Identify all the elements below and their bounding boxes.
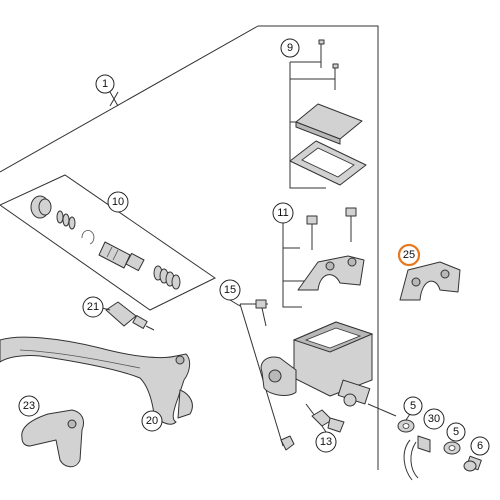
callout-9: 9: [280, 38, 300, 58]
brake-line: [367, 403, 482, 481]
callout-15: 15: [219, 279, 241, 307]
callout-6-label: 6: [477, 440, 483, 452]
callout-5a: 5: [403, 396, 423, 421]
callout-15-label: 15: [224, 284, 236, 296]
callout-20: 20: [141, 410, 163, 432]
callout-20-label: 20: [146, 415, 158, 427]
callout-5a-label: 5: [410, 400, 416, 412]
handlebar-clamp: [297, 207, 365, 291]
brake-switch-13: [305, 403, 345, 433]
callout-11: 11: [272, 202, 294, 224]
callout-30-label: 30: [428, 413, 440, 425]
callout-21-label: 21: [87, 301, 99, 313]
group-11-bracket: [282, 222, 312, 308]
brake-lever: [0, 336, 193, 425]
group-9-bracket: [289, 61, 335, 189]
callout-5b: 5: [446, 422, 466, 442]
circlip: [81, 230, 95, 245]
callout-5b-label: 5: [453, 426, 459, 438]
callout-25-label: 25: [403, 249, 415, 261]
callout-1-label: 1: [102, 78, 108, 90]
part-25-clamp: [399, 261, 461, 301]
callout-21: 21: [82, 296, 111, 318]
reservoir-lid: [295, 103, 363, 140]
callout-11-label: 11: [277, 207, 288, 219]
repair-kit-box: [0, 174, 216, 311]
callout-23-label: 23: [23, 400, 35, 412]
repair-kit-parts: [30, 195, 181, 290]
reservoir-cap-parts: [289, 39, 367, 186]
callout-13: 13: [315, 431, 337, 453]
piston: [98, 241, 145, 272]
callout-23: 23: [18, 395, 40, 417]
small-spring: [56, 210, 76, 230]
large-spring: [153, 265, 181, 290]
banjo-bolt: [463, 455, 482, 472]
callout-9-label: 9: [287, 42, 293, 54]
master-cylinder: [260, 321, 374, 407]
cap-screw: [318, 39, 339, 90]
callout-25: 25: [397, 243, 421, 267]
screw-15: [239, 299, 295, 451]
callout-6: 6: [470, 436, 490, 456]
callout-30: 30: [423, 408, 445, 430]
lever-holder-23: [21, 409, 85, 468]
adjuster-21: [105, 301, 155, 331]
callout-10: 10: [107, 191, 129, 213]
callout-1: 1: [95, 74, 119, 107]
callout-10-label: 10: [112, 196, 124, 208]
callout-13-label: 13: [320, 436, 332, 448]
